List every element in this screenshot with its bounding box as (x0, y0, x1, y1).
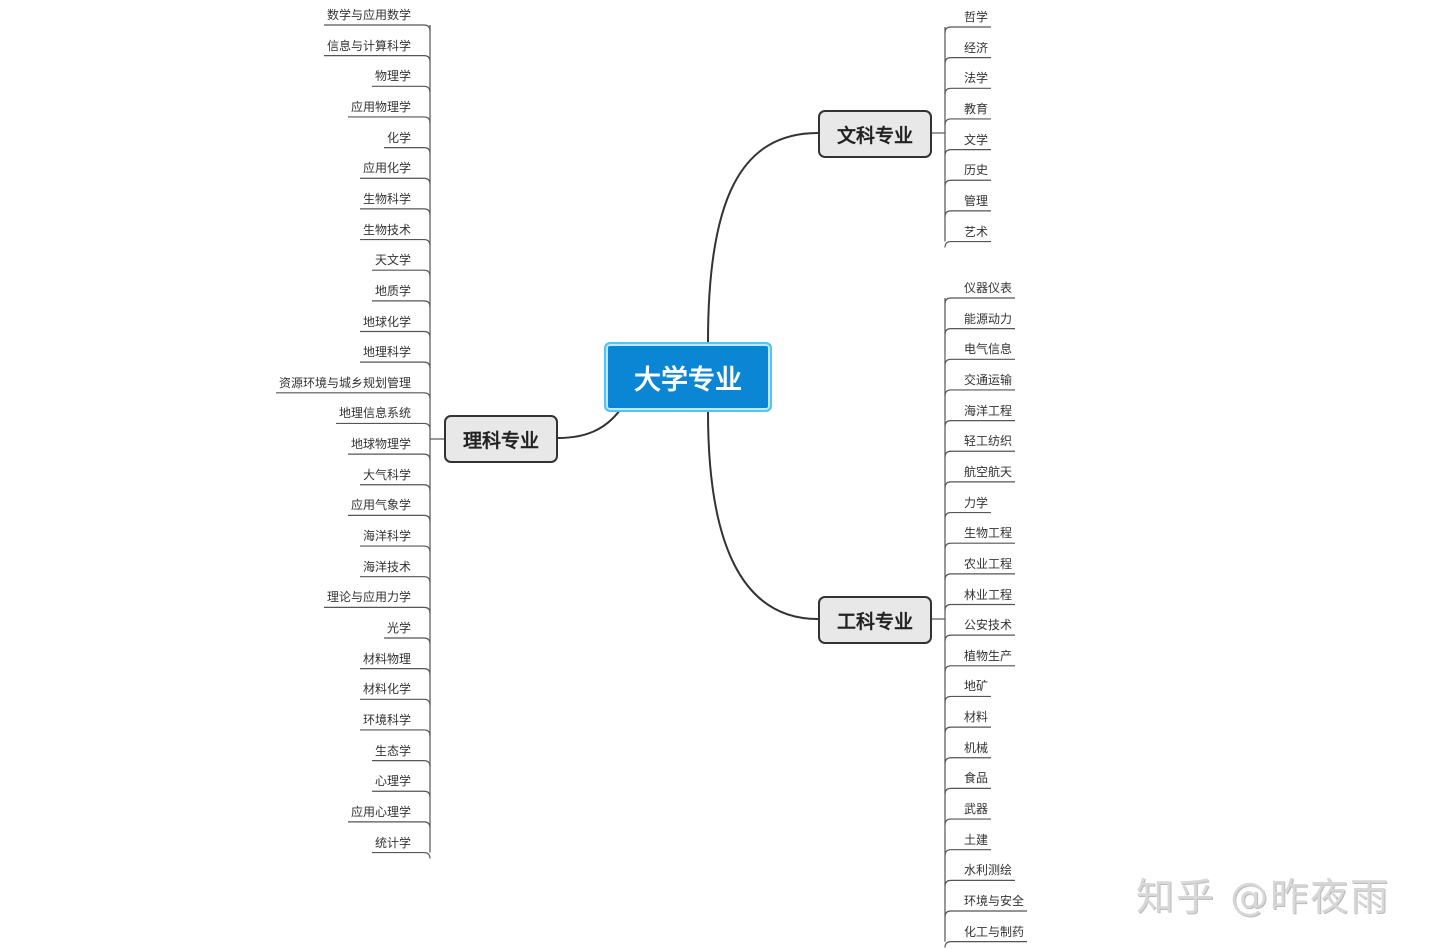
branch-engineering-label: 工科专业 (836, 610, 913, 633)
leaf-item[interactable]: 食品 (964, 771, 989, 786)
leaf-item[interactable]: 心理学 (374, 774, 411, 789)
leaf-item[interactable]: 文学 (964, 132, 989, 147)
branch-science[interactable]: 理科专业 (444, 415, 558, 463)
leaf-item[interactable]: 海洋工程 (964, 403, 1013, 418)
leaf-item[interactable]: 海洋技术 (362, 559, 411, 574)
leaf-item[interactable]: 物理学 (374, 69, 411, 84)
leaf-item[interactable]: 航空航天 (964, 464, 1013, 479)
leaf-item[interactable]: 农业工程 (964, 556, 1013, 571)
leaf-item[interactable]: 水利测绘 (964, 863, 1013, 878)
leaf-item[interactable]: 电气信息 (964, 342, 1013, 357)
leaf-item[interactable]: 生物科学 (362, 191, 411, 206)
leaf-item[interactable]: 地理科学 (362, 345, 411, 360)
leaf-item[interactable]: 轻工纺织 (964, 434, 1013, 449)
leaf-item[interactable]: 材料化学 (362, 682, 411, 697)
leaf-item[interactable]: 地矿 (964, 679, 989, 694)
leaf-item[interactable]: 生物工程 (964, 526, 1013, 541)
leaf-item[interactable]: 地球化学 (362, 314, 411, 329)
leaf-item[interactable]: 土建 (964, 832, 989, 847)
leaf-item[interactable]: 光学 (386, 621, 411, 635)
leaf-item[interactable]: 统计学 (374, 835, 411, 850)
leaf-item[interactable]: 法学 (964, 71, 989, 86)
leaf-item[interactable]: 环境科学 (362, 712, 411, 727)
leaf-item[interactable]: 天文学 (374, 253, 411, 268)
branch-science-label: 理科专业 (462, 429, 539, 452)
branch-engineering[interactable]: 工科专业 (818, 596, 932, 644)
leaf-item[interactable]: 地质学 (374, 283, 411, 298)
leaf-item[interactable]: 艺术 (964, 224, 989, 239)
leaf-item[interactable]: 海洋科学 (362, 529, 411, 544)
leaf-item[interactable]: 环境与安全 (964, 894, 1025, 908)
leaf-item[interactable]: 公安技术 (964, 618, 1013, 633)
leaf-item[interactable]: 生物技术 (362, 222, 411, 237)
branch-arts[interactable]: 文科专业 (818, 110, 932, 158)
branch-arts-label: 文科专业 (836, 124, 913, 147)
leaf-item[interactable]: 信息与计算科学 (326, 38, 411, 53)
leaf-item[interactable]: 理论与应用力学 (326, 590, 411, 605)
leaf-item[interactable]: 历史 (964, 163, 989, 178)
leaf-item[interactable]: 武器 (964, 802, 989, 817)
leaf-item[interactable]: 力学 (964, 495, 989, 510)
root-label: 大学专业 (634, 364, 742, 396)
leaf-item[interactable]: 管理 (964, 193, 989, 208)
leaf-item[interactable]: 林业工程 (964, 587, 1013, 602)
leaf-item[interactable]: 材料物理 (362, 651, 411, 666)
watermark: 知乎 @昨夜雨 (1136, 875, 1391, 919)
leaf-item[interactable]: 教育 (964, 101, 989, 116)
leaf-item[interactable]: 化工与制药 (964, 924, 1025, 939)
leaf-item[interactable]: 数学与应用数学 (326, 8, 411, 22)
leaf-item[interactable]: 化学 (386, 130, 411, 145)
leaf-item[interactable]: 资源环境与城乡规划管理 (278, 375, 411, 390)
leaf-item[interactable]: 能源动力 (964, 311, 1013, 326)
leaf-item[interactable]: 哲学 (964, 10, 989, 24)
leaf-item[interactable]: 生态学 (374, 743, 411, 758)
leaf-item[interactable]: 地理信息系统 (338, 406, 411, 421)
leaf-item[interactable]: 大气科学 (362, 467, 411, 482)
leaf-item[interactable]: 经济 (964, 40, 989, 55)
leaf-item[interactable]: 地球物理学 (350, 437, 411, 452)
leaf-item[interactable]: 应用气象学 (350, 498, 411, 513)
leaf-item[interactable]: 应用物理学 (350, 99, 411, 114)
leaf-item[interactable]: 应用化学 (362, 161, 411, 176)
leaf-item[interactable]: 植物生产 (964, 648, 1013, 663)
leaf-item[interactable]: 应用心理学 (350, 804, 411, 819)
leaf-item[interactable]: 机械 (964, 740, 989, 755)
leaf-item[interactable]: 材料 (964, 710, 989, 725)
root-node[interactable]: 大学专业 (604, 342, 772, 412)
leaf-item[interactable]: 交通运输 (964, 372, 1013, 387)
leaf-item[interactable]: 仪器仪表 (964, 281, 1013, 295)
